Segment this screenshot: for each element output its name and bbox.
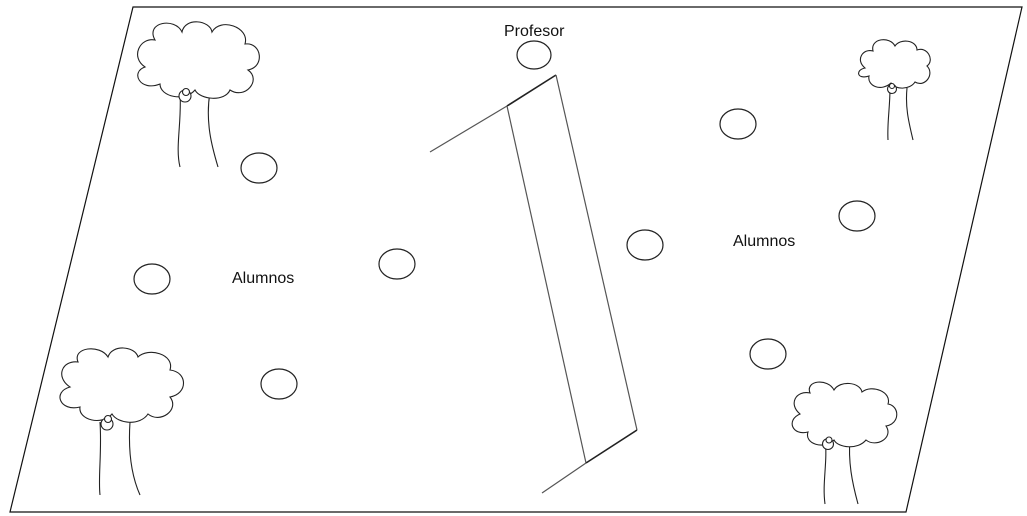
students-left-label: Alumnos bbox=[232, 270, 294, 287]
net-goal-icon bbox=[429, 74, 638, 494]
student-circle bbox=[719, 108, 757, 140]
student-circle bbox=[260, 368, 298, 400]
field-outline bbox=[9, 6, 1023, 513]
student-circle bbox=[240, 152, 278, 184]
tree-icon bbox=[791, 381, 898, 505]
teacher-circle bbox=[516, 40, 552, 70]
student-circle bbox=[133, 263, 171, 295]
teacher-label: Profesor bbox=[504, 23, 565, 40]
student-circle bbox=[626, 229, 664, 261]
tree-icon bbox=[858, 39, 931, 141]
student-circle bbox=[838, 200, 876, 232]
students-right-label: Alumnos bbox=[733, 233, 795, 250]
tree-icon bbox=[137, 21, 260, 168]
tree-icon bbox=[59, 347, 185, 496]
student-circle bbox=[378, 248, 416, 280]
student-circle bbox=[749, 338, 787, 370]
